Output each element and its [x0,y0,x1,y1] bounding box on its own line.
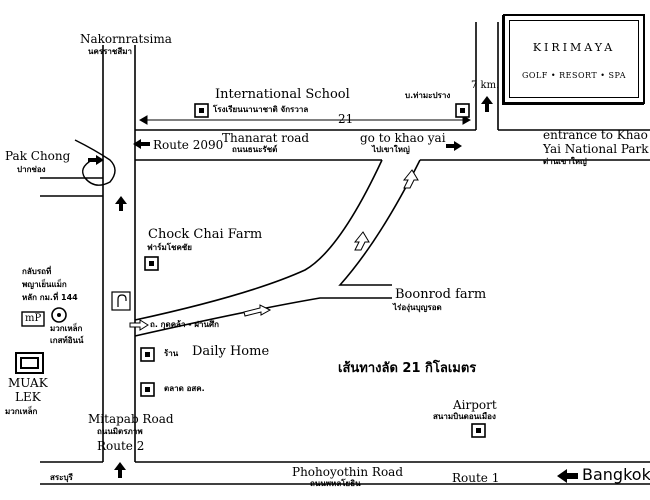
distance-21-right-arrowhead [462,115,472,125]
logo-tagline: GOLF • RESORT • SPA [522,71,626,80]
arrow-north-up [481,96,493,112]
go-khao-yai-label-th: ไปเขาใหญ่ [372,145,410,154]
arrow-mittapab-up-1 [115,196,127,211]
route-2-label: Route 2 [97,439,145,453]
arrow-pakchong-right [88,155,104,165]
intl-school-label-th: โรงเรียนนานาชาติ จักรวาล [213,105,309,114]
airport-label-th: สนามบินดอนเมือง [433,412,496,421]
distance-21-left-arrowhead [138,115,148,125]
nakhon-label-th: นครราชสีมา [88,47,132,56]
route-2090-label: Route 2090 [153,138,224,152]
ban-tham-label-th: บ.ท่ามะปราง [405,91,451,100]
mittapab-road-label-th: ถนนมิตรภาพ [97,427,143,436]
arrow-mittapab-up-2 [114,462,126,478]
boonrod-label: Boonrod farm [395,287,487,302]
entrance-label-th: ด่านเขาใหญ่ [543,157,587,166]
uturn-glyph [117,294,127,307]
kirimaya-logo: KIRIMAYA GOLF • RESORT • SPA [503,14,645,104]
diagonal-road-outer [134,159,383,321]
arrow-khaoyai-right [446,141,462,151]
pak-chong-label: Pak Chong [5,149,71,163]
mp-sign [21,311,45,327]
entrance-label-1: entrance to Khao [543,128,648,142]
daily-home-label: Daily Home [192,344,270,359]
distance-7km: 7 km. [471,80,500,91]
pakchong-loop [74,139,116,186]
pak-chong-label-th: ปากช่อง [17,165,46,174]
chock-chai-label-th: ฟาร์มโชคชัย [147,243,192,252]
market-label-th: ตลาด อสค. [164,384,205,393]
arrow-diag-1 [402,169,419,189]
intl-school-label: International School [215,87,350,102]
kudkla-road-lower-edge [134,297,392,337]
go-khao-yai-label: go to khao yai [360,131,446,145]
arrow-diag-2 [353,231,370,251]
phahon-road-label-th: ถนนพหลโยธิน [310,479,361,488]
chock-chai-label: Chock Chai Farm [148,227,263,242]
uturn-label-1: กลับรถที่ [22,267,52,276]
thanarat-road-label-th: ถนนธนะรัชต์ [232,145,278,154]
muak-guest-inn-label-2: เกสท์อินน์ [50,336,84,345]
muak-lek-label-2: LEK [15,390,41,404]
entrance-label-2: Yai National Park [543,142,649,156]
uturn-label-2: พญาเย็นแม็ก [22,280,67,289]
airport-label: Airport [453,398,497,412]
distance-21: 21 [338,112,354,126]
muak-guest-inn-label-1: มวกเหล็ก [50,324,83,333]
arrow-bangkok-left [557,469,578,483]
thanarat-road-label: Thanarat road [222,131,310,145]
route-1-label: Route 1 [452,471,500,485]
muak-lek-label-1: MUAK [8,376,48,390]
mp-label: mP [25,313,42,324]
boonrod-label-th: ไร่องุ่นบุญรอด [393,303,442,312]
arrow-kudkla-entry [129,319,149,331]
muak-lek-label-th: มวกเหล็ก [5,407,38,416]
kudkla-road-label-th: ถ. กุดคล้า - ผ่านศึก [150,320,219,329]
saraburi-label-th: สระบุรี [50,473,73,482]
phahon-road-label: Phohoyothin Road [292,465,404,479]
bangkok-label: Bangkok [582,465,650,484]
arrow-route2090-left [133,139,150,149]
shortcut-label-th: เส้นทางลัด 21 กิโลเมตร [338,361,477,376]
arrow-kudkla-right [243,304,272,317]
nakhon-label: Nakornratsima [80,32,172,46]
uturn-label-3: หลัก กม.ที่ 144 [22,293,78,302]
mittapab-road-label: Mitapab Road [88,412,174,426]
logo-name: KIRIMAYA [532,41,616,54]
daily-home-label-th: ร้าน [164,349,179,358]
